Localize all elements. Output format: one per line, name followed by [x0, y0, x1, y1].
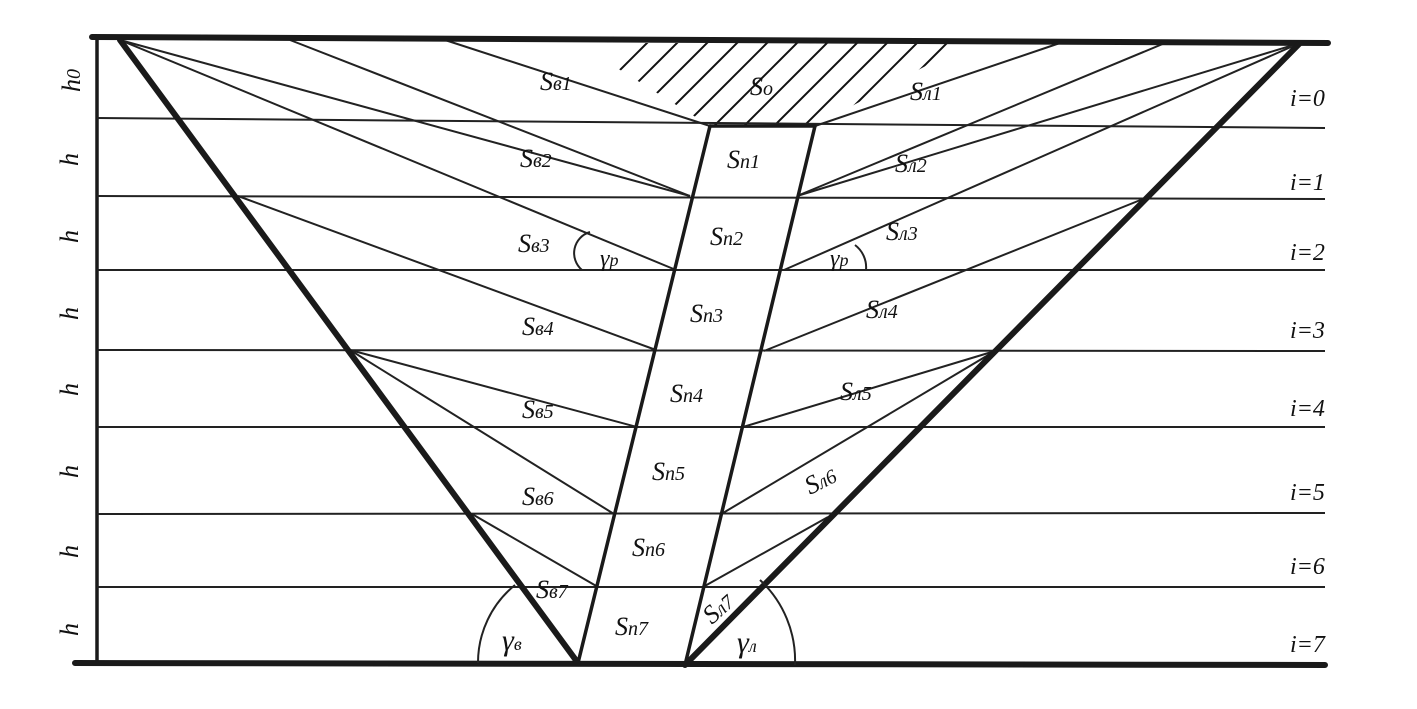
gamma-l-label: γл — [737, 626, 757, 659]
level-line-3 — [96, 349, 1326, 352]
bottom-line — [72, 660, 1328, 668]
layer-label-h-5: h — [55, 465, 84, 478]
area-label-sp4: Sп4 — [670, 379, 703, 408]
area-label-sp6: Sп6 — [632, 533, 665, 562]
area-label-sv6: Sв6 — [522, 482, 554, 511]
area-label-sp7: Sп7 — [615, 612, 649, 641]
gamma-l-arc — [759, 579, 797, 666]
gamma-p-left-label: γp — [600, 246, 618, 272]
area-label-sl2: Sл2 — [895, 149, 927, 178]
gamma-v-arc — [476, 584, 516, 664]
area-label-sl4: Sл4 — [866, 295, 898, 324]
right-slope-boundary — [682, 40, 1303, 668]
level-label-2: i=2 — [1290, 240, 1325, 266]
area-label-sv3: Sв3 — [518, 229, 550, 258]
layer-label-h-1: h — [55, 153, 84, 166]
area-label-sl1: Sл1 — [910, 77, 942, 106]
level-label-7: i=7 — [1290, 632, 1326, 658]
area-label-sv5: Sв5 — [522, 395, 554, 424]
area-label-sl6: Sл6 — [800, 460, 841, 500]
area-label-sv7: Sв7 — [536, 575, 569, 604]
level-label-5: i=5 — [1290, 480, 1325, 506]
layer-label-h-2: h — [55, 230, 84, 243]
left-slope-boundary — [117, 37, 581, 666]
level-line-5 — [96, 512, 1326, 515]
gamma-v-label: γв — [502, 624, 522, 657]
area-label-sp1: Sп1 — [727, 145, 760, 174]
layer-label-h0: h0 — [57, 69, 86, 92]
area-label-sp5: Sп5 — [652, 457, 685, 486]
right-slip-lines — [702, 42, 1301, 588]
level-line-0 — [96, 117, 1326, 129]
layer-label-h-7: h — [55, 623, 84, 636]
level-label-1: i=1 — [1290, 170, 1325, 196]
gamma-p-right-arc — [854, 244, 868, 271]
level-line-1 — [96, 195, 1326, 200]
gamma-p-left-arc — [573, 231, 591, 271]
area-label-sp2: Sп2 — [710, 222, 743, 251]
layer-label-h-4: h — [55, 383, 84, 396]
level-lines — [96, 117, 1326, 588]
level-label-3: i=3 — [1290, 318, 1325, 344]
left-slip-lines — [119, 39, 711, 588]
area-label-so: So — [750, 72, 773, 101]
area-label-sl3: Sл3 — [886, 217, 918, 246]
area-label-sv2: Sв2 — [520, 144, 552, 173]
ground-surface — [89, 34, 1331, 46]
area-label-sv1: Sв1 — [540, 67, 572, 96]
level-label-4: i=4 — [1290, 396, 1325, 422]
area-label-sl5: Sл5 — [840, 377, 872, 406]
layer-label-h-3: h — [55, 307, 84, 320]
gamma-p-right-label: γp — [830, 246, 848, 272]
level-label-6: i=6 — [1290, 554, 1325, 580]
slope-outline — [72, 34, 1331, 668]
level-label-0: i=0 — [1290, 86, 1325, 112]
angle-arcs — [476, 231, 868, 666]
area-label-sp3: Sп3 — [690, 299, 723, 328]
area-label-sv4: Sв4 — [522, 312, 554, 341]
layer-label-h-6: h — [55, 545, 84, 558]
